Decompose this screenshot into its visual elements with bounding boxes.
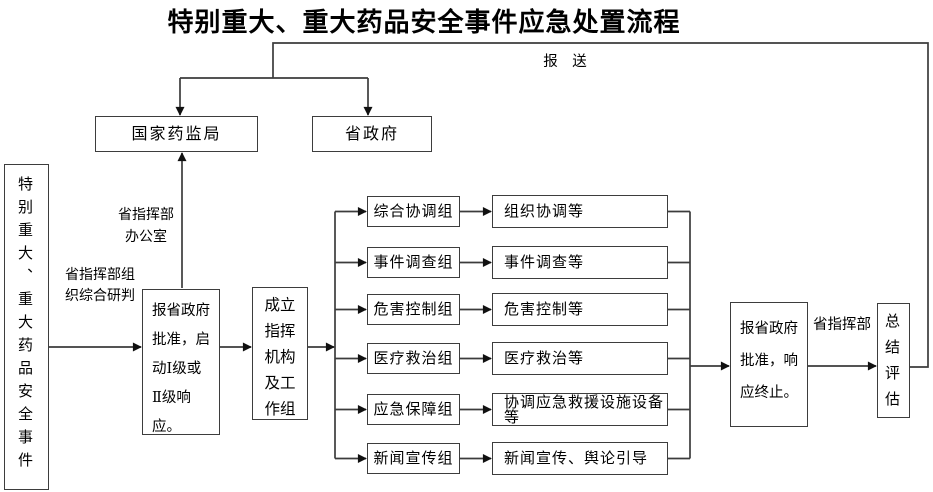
hq-label: 省指挥部 (813, 317, 871, 333)
summary-evaluation-box: 总结评估 (877, 303, 910, 418)
approve-end-response-box: 报省政府 批准，响 应终止。 (730, 302, 808, 427)
group-box-support: 应急保障组 (367, 394, 460, 425)
report-send-label: 报 送 (543, 54, 587, 70)
flowchart-title: 特别重大、重大药品安全事件应急处置流程 (167, 8, 681, 38)
approve-start-response-box: 报省政府 批准，启 动Ⅰ级或 Ⅱ级响 应。 (142, 289, 220, 435)
task-box-investigation: 事件调查等 (492, 246, 668, 279)
hq-research-label: 省指挥部组 织综合研判 (65, 267, 135, 304)
group-box-investigation: 事件调查组 (367, 247, 460, 278)
group-box-coordination: 综合协调组 (367, 196, 460, 227)
task-box-medical: 医疗救治等 (492, 342, 668, 375)
task-merge-stubs (668, 210, 690, 460)
group-box-publicity: 新闻宣传组 (367, 443, 460, 474)
provincial-government-box: 省政府 (312, 116, 432, 152)
setup-command-box: 成立 指挥 机构 及工 作组 (252, 287, 308, 420)
task-box-publicity: 新闻宣传、舆论引导 (492, 442, 668, 475)
group-box-hazard-control: 危害控制组 (367, 294, 460, 325)
nmpa-box: 国家药监局 (95, 116, 258, 152)
event-source-box: 特别重大、重大药品安全事件 (4, 164, 49, 490)
hq-office-label: 省指挥部 办公室 (118, 207, 174, 245)
group-box-medical: 医疗救治组 (367, 343, 460, 374)
task-box-coordination: 组织协调等 (492, 195, 668, 228)
task-box-support: 协调应急救援设施设备等 (492, 393, 668, 426)
task-box-hazard-control: 危害控制等 (492, 293, 668, 326)
report-send-line (180, 42, 929, 368)
